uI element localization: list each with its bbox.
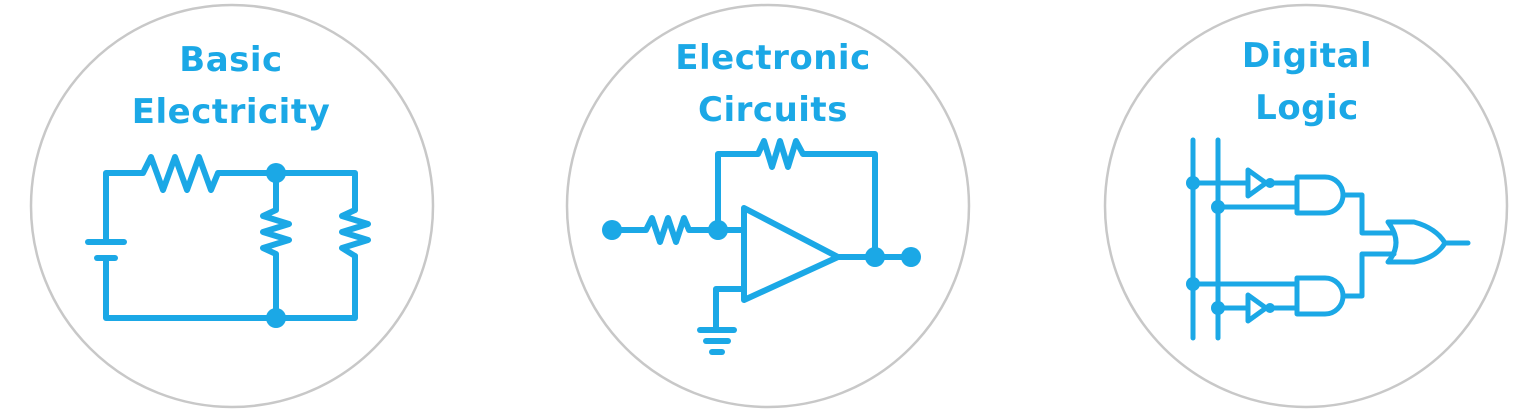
panel-circle-electronic-circuits <box>565 3 971 409</box>
title-line: Digital <box>1241 36 1373 76</box>
title-line: Electronic <box>675 38 871 78</box>
op-amp-schematic-icon <box>609 138 914 355</box>
title-line: Electricity <box>131 92 331 132</box>
junction-dot <box>602 220 622 240</box>
panel-title-electronic-circuits: Electronic Circuits <box>623 32 923 136</box>
logic-gates-schematic-icon <box>1190 137 1471 341</box>
junction-dot <box>1186 277 1200 291</box>
panel-title-basic-electricity: Basic Electricity <box>81 34 381 138</box>
junction-dot <box>1186 176 1200 190</box>
junction-dots-electronic <box>602 220 921 267</box>
junction-dot <box>708 220 728 240</box>
title-line: Circuits <box>698 90 848 130</box>
inverter-bubble <box>1265 178 1275 188</box>
junction-dot <box>865 247 885 267</box>
title-line: Basic <box>179 40 283 80</box>
title-line: Logic <box>1255 88 1359 128</box>
panel-title-digital-logic: Digital Logic <box>1157 30 1457 134</box>
panel-circle-basic-electricity <box>29 3 435 409</box>
panel-circle-digital-logic <box>1103 3 1509 409</box>
junction-dot <box>1211 200 1225 214</box>
junction-dots-digital <box>1186 176 1275 315</box>
inverter-bubble <box>1265 303 1275 313</box>
junction-dot <box>1211 301 1225 315</box>
junction-dot <box>901 247 921 267</box>
resistor-network-schematic-icon <box>85 154 371 321</box>
junction-dots-basic <box>266 163 286 328</box>
junction-dot <box>266 308 286 328</box>
junction-dot <box>266 163 286 183</box>
